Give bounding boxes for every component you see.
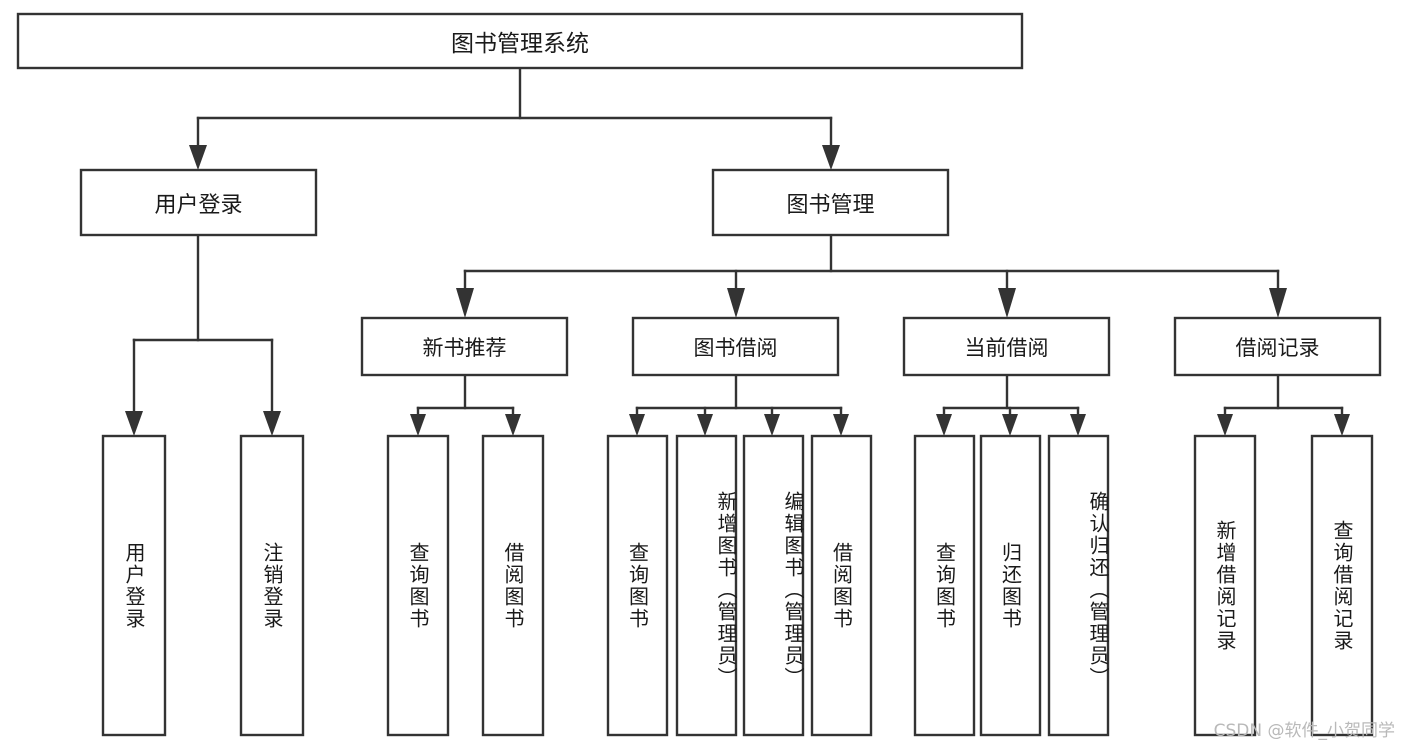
node-current-borrow[interactable]: [904, 318, 1109, 375]
node-box-leaf-query-book-1[interactable]: [386, 434, 450, 737]
node-borrow-record[interactable]: [1175, 318, 1380, 375]
node-box-leaf-logout[interactable]: [239, 434, 305, 737]
node-box-book-manage[interactable]: [711, 168, 950, 237]
connector-layer: [125, 66, 1350, 436]
arrow-head-borrow-record: [1269, 288, 1287, 318]
node-box-leaf-query-record[interactable]: [1310, 434, 1374, 737]
node-new-book-rec[interactable]: [362, 318, 567, 375]
node-box-current-borrow[interactable]: [902, 316, 1111, 377]
node-book-manage[interactable]: [713, 170, 948, 235]
arrow-head-leaf-query-book-1: [410, 414, 426, 436]
arrow-head-leaf-confirm-return: [1070, 414, 1086, 436]
node-box-leaf-add-book[interactable]: [675, 434, 738, 737]
node-box-root[interactable]: [16, 12, 1024, 70]
node-box-leaf-user-login[interactable]: [101, 434, 167, 737]
arrow-head-leaf-query-record: [1334, 414, 1350, 436]
arrow-head-book-borrow: [727, 288, 745, 318]
node-box-leaf-add-record[interactable]: [1193, 434, 1257, 737]
node-book-borrow[interactable]: [633, 318, 838, 375]
arrow-head-leaf-logout: [263, 411, 281, 436]
node-box-leaf-query-book-3[interactable]: [913, 434, 976, 737]
node-root[interactable]: [18, 14, 1022, 68]
node-box-layer: [16, 12, 1382, 737]
arrow-head-leaf-query-book-2: [629, 414, 645, 436]
watermark-text: CSDN @软件_小贺同学: [1213, 721, 1395, 741]
node-box-leaf-edit-book[interactable]: [742, 434, 805, 737]
arrow-head-current-borrow: [998, 288, 1016, 318]
node-box-leaf-borrow-book-1[interactable]: [481, 434, 545, 737]
arrow-head-leaf-edit-book: [764, 414, 780, 436]
node-box-new-book-rec[interactable]: [360, 316, 569, 377]
node-user-login[interactable]: [81, 170, 316, 235]
node-box-user-login[interactable]: [79, 168, 318, 237]
node-box-leaf-return-book[interactable]: [979, 434, 1042, 737]
arrow-head-leaf-return-book: [1002, 414, 1018, 436]
node-box-leaf-borrow-book-2[interactable]: [810, 434, 873, 737]
node-box-leaf-confirm-return[interactable]: [1047, 434, 1110, 737]
arrow-head-leaf-borrow-book-2: [833, 414, 849, 436]
node-box-leaf-query-book-2[interactable]: [606, 434, 669, 737]
arrow-head-leaf-add-book: [697, 414, 713, 436]
arrow-head-leaf-user-login: [125, 411, 143, 436]
arrow-head-book-manage: [822, 145, 840, 170]
arrow-head-leaf-borrow-book-1: [505, 414, 521, 436]
arrow-head-leaf-query-book-3: [936, 414, 952, 436]
arrow-head-leaf-add-record: [1217, 414, 1233, 436]
node-box-book-borrow[interactable]: [631, 316, 840, 377]
arrow-head-new-book-rec: [456, 288, 474, 318]
arrow-head-user-login: [189, 145, 207, 170]
node-box-borrow-record[interactable]: [1173, 316, 1382, 377]
